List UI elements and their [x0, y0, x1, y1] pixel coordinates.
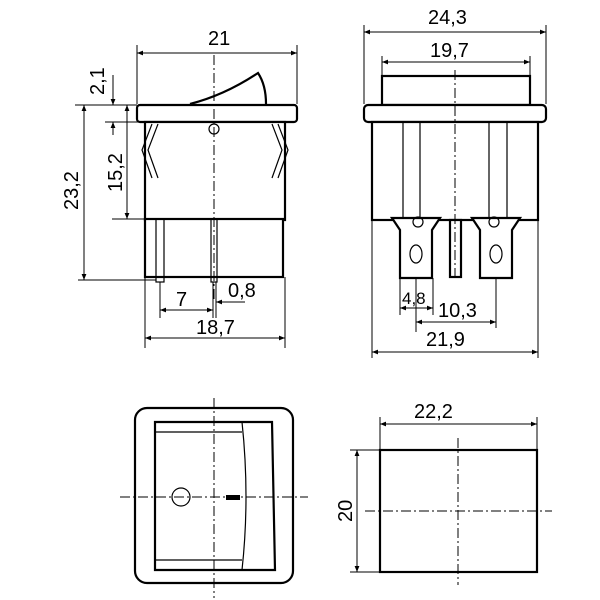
rocker: [189, 71, 268, 106]
dim-total-height: 23,2: [61, 171, 83, 210]
latch-left: [141, 123, 159, 179]
body: [143, 120, 287, 222]
dim-cutout-width: 22,2: [414, 401, 453, 423]
dim-end-body-width: 21,9: [426, 329, 465, 351]
tab-left: [389, 216, 443, 280]
tab-right: [469, 216, 523, 280]
dim-pin-thickness: 0,8: [228, 280, 256, 302]
dim-flange-width: 24,3: [428, 7, 467, 29]
dim-width: 21: [208, 28, 230, 50]
end-view: 24,3 19,7 4,8 10,3 21,9: [362, 7, 548, 358]
dim-cutout-height: 20: [335, 500, 357, 522]
panel-cutout: 22,2 20: [335, 401, 552, 585]
dim-pin-spacing: 7: [176, 289, 187, 311]
off-symbol: [171, 487, 191, 507]
dim-top-width: 19,7: [430, 40, 469, 62]
side-view: 21 2,1 15,2 23,2 7 0,8 18,7: [61, 28, 299, 348]
latch-right: [271, 123, 289, 179]
front-view: [120, 398, 308, 598]
dim-body-width: 18,7: [196, 317, 235, 339]
top-block: [380, 74, 532, 107]
dim-tab-width: 4,8: [402, 289, 426, 308]
dim-tab-spacing: 10,3: [438, 300, 477, 322]
flange: [135, 103, 299, 124]
dim-rocker-height: 2,1: [87, 67, 109, 95]
dim-body-height: 15,2: [105, 153, 127, 192]
rocker-face: [153, 420, 277, 572]
